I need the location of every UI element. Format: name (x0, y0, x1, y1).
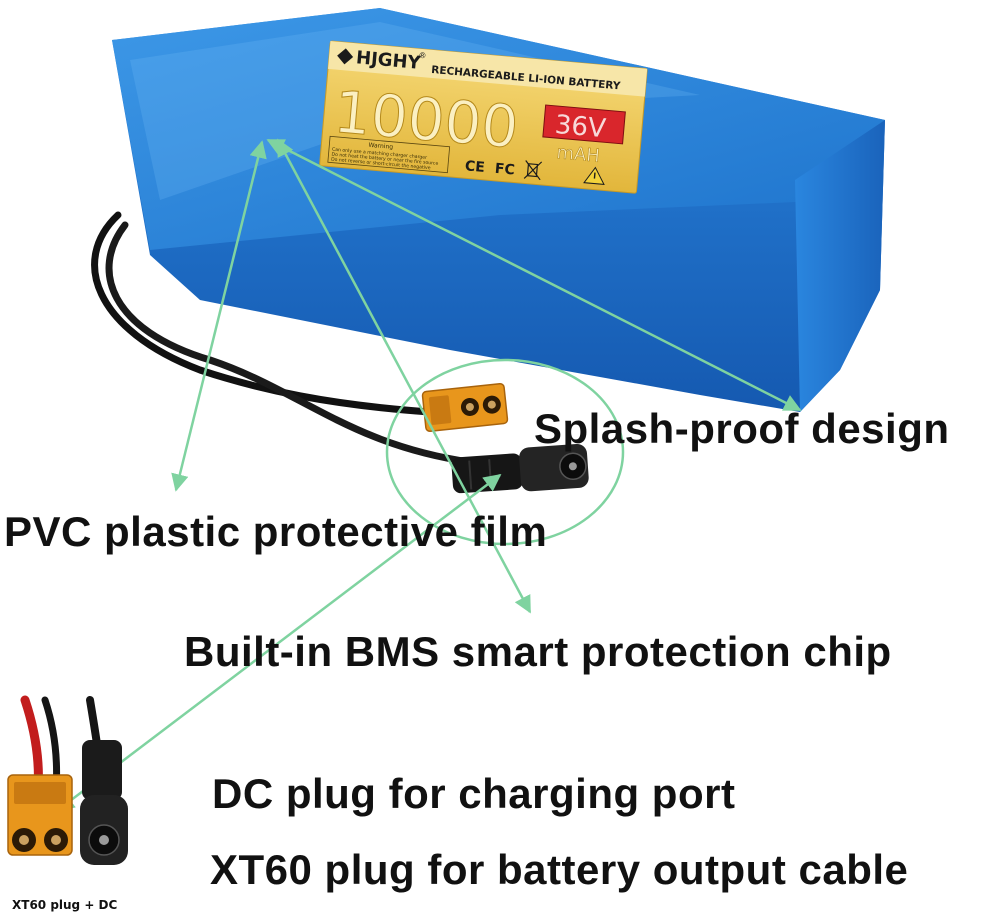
xt60-connector (421, 382, 509, 433)
label-registered-mark: ® (418, 51, 427, 61)
feature-xt60-plug: XT60 plug for battery output cable (210, 846, 909, 893)
cert-ce-mark: CE (464, 158, 485, 176)
label-capacity-unit: mAH (556, 142, 601, 167)
inset-xt60-plug (7, 774, 73, 856)
annotation-arrows (56, 138, 802, 812)
label-header-strip (327, 41, 648, 97)
inset-dc-plug (80, 740, 128, 865)
feature-dc-plug: DC plug for charging port (212, 770, 736, 817)
arrow-connector-inset (56, 473, 502, 812)
cert-fc-mark: FC (494, 161, 515, 179)
arrow-pvc-film (171, 140, 267, 492)
feature-pvc-film: PVC plastic protective film (4, 508, 548, 555)
inset-caption: XT60 plug + DC (12, 898, 118, 912)
label-voltage: 36V (554, 110, 608, 144)
connector-inset (7, 695, 128, 865)
brand-logo-icon (337, 48, 354, 65)
feature-bms-chip: Built-in BMS smart protection chip (184, 628, 892, 675)
battery-side-face (795, 120, 885, 412)
feature-splash-proof: Splash-proof design (534, 405, 950, 452)
